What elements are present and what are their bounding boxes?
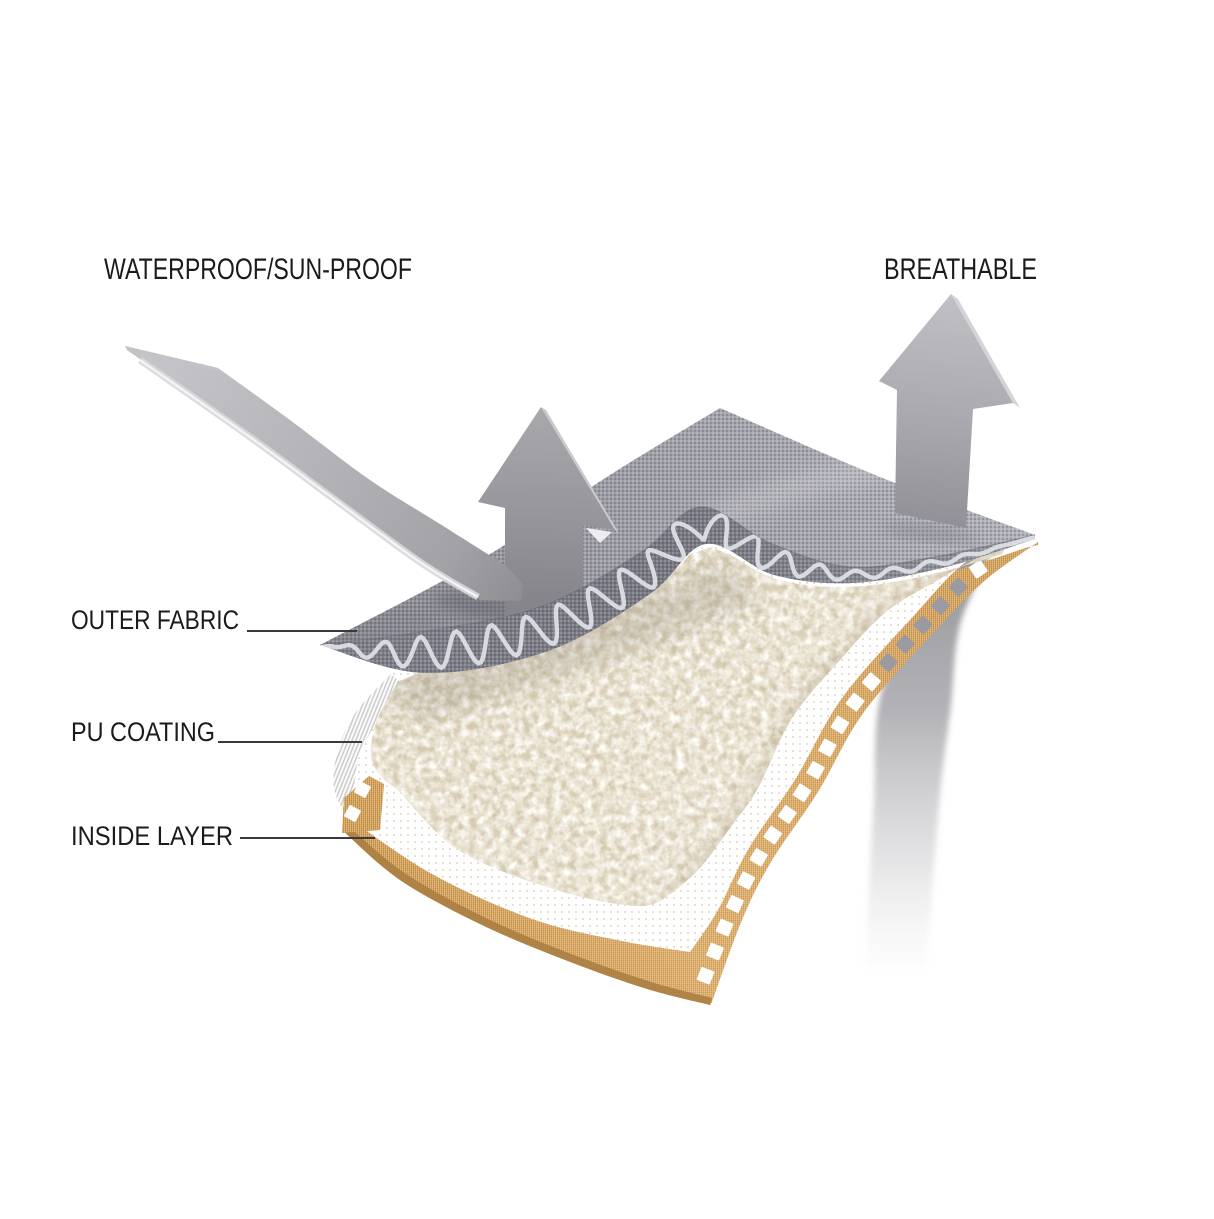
svg-text:WATERPROOF/SUN-PROOF: WATERPROOF/SUN-PROOF <box>104 253 412 286</box>
svg-text:OUTER FABRIC: OUTER FABRIC <box>71 605 239 635</box>
svg-text:PU COATING: PU COATING <box>71 717 215 747</box>
svg-text:INSIDE LAYER: INSIDE LAYER <box>71 821 233 851</box>
svg-text:BREATHABLE: BREATHABLE <box>884 253 1037 286</box>
